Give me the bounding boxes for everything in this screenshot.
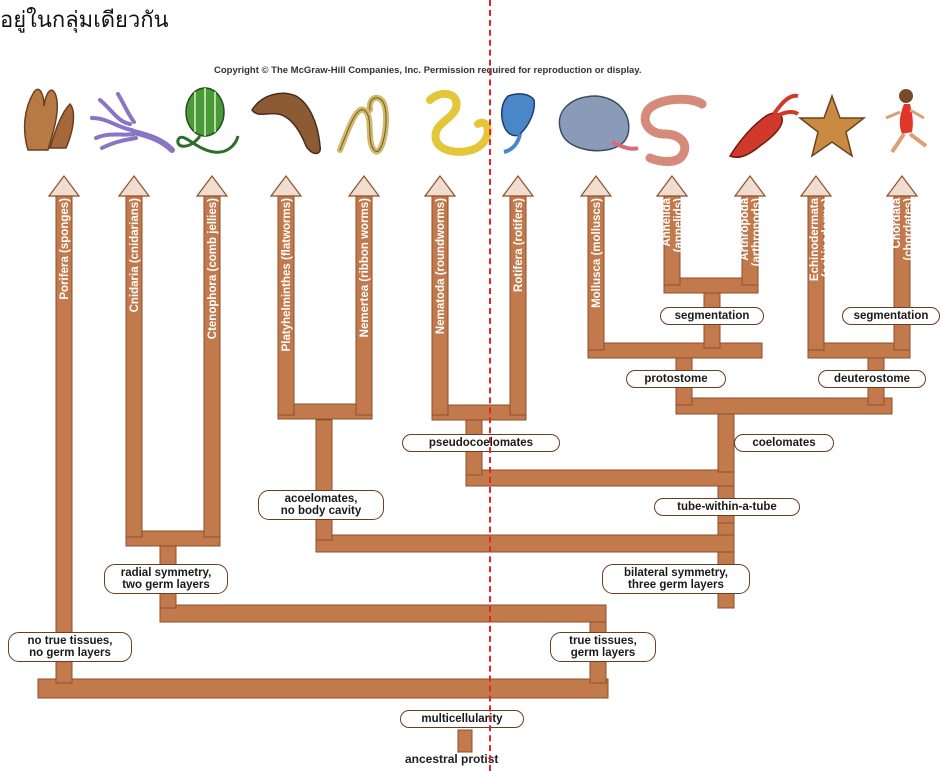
arrowhead-nemertea [349,176,379,196]
divider-line [489,0,491,771]
node-protostome: protostome [626,370,726,388]
taxon-labels: Porifera (sponges) Cnidaria (cnidarians)… [59,197,915,351]
root-label: ancestral protist [405,752,498,766]
starfish-icon [800,96,864,156]
flatworm-icon [252,93,320,153]
branch-bilateria-split [316,535,734,552]
taxon-label-porifera: Porifera (sponges) [59,198,71,300]
taxon-label-annelida-common: (annelids) [673,198,685,252]
branch-tube-split [466,470,734,486]
node-deuterostome: deuterostome [818,370,926,388]
taxon-label-arthropoda-common: (arthropods) [751,198,763,267]
node-radial-symmetry: radial symmetry, two germ layers [104,564,228,594]
node-bilateral-symmetry: bilateral symmetry, three germ layers [602,564,750,594]
node-segmentation-deuterostome: segmentation [842,307,940,325]
node-true-tissues: true tissues, germ layers [550,632,656,662]
node-segmentation-protostome: segmentation [660,307,764,325]
arrowhead-echinodermata [801,176,831,196]
arrowhead-platyhelminthes [271,176,301,196]
sponge-icon [25,89,74,150]
lobster-icon [730,96,798,158]
mollusc-icon [559,96,638,151]
branch-protostome-split [588,343,762,358]
taxon-label-arthropoda: Arthropoda [739,197,751,260]
branch-arrowheads [49,176,917,196]
rotifer-icon [502,94,535,152]
taxon-label-mollusca: Mollusca (molluscs) [591,198,603,308]
node-pseudocoelomates: pseudocoelomates [402,434,560,452]
taxon-label-platyhelminthes: Platyhelminthes (flatworms) [281,198,293,352]
ribbon-worm-icon [340,98,386,152]
taxon-label-chordata: Chordata [891,197,903,248]
node-tube-within-a-tube: tube-within-a-tube [654,498,800,516]
root-branch [458,730,472,752]
taxon-label-nemertea: Nemertea (ribbon worms) [359,198,371,337]
cnidarian-icon [92,94,172,150]
taxon-label-cnidaria: Cnidaria (cnidarians) [129,198,141,313]
arrowhead-mollusca [581,176,611,196]
tree-branches [38,195,910,752]
branch-eumetazoa-split [160,605,606,622]
arrowhead-rotifera [503,176,533,196]
node-multicellularity: multicellularity [400,710,524,728]
node-acoelomates: acoelomates, no body cavity [258,490,384,520]
runner-icon [886,89,926,152]
arrowhead-cnidaria [119,176,149,196]
taxon-label-nematoda: Nematoda (roundworms) [435,198,447,334]
arrowhead-chordata [887,176,917,196]
branch-coelomates [718,410,734,472]
arrowhead-annelida [657,176,687,196]
arrowhead-arthropoda [735,176,765,196]
taxon-label-echinodermata: Echinodermata [809,197,821,281]
taxon-label-echinodermata-common: (echinoderms) [821,198,833,277]
roundworm-icon [430,94,488,152]
organism-illustrations [25,88,926,162]
arrowhead-porifera [49,176,79,196]
node-no-true-tissues: no true tissues, no germ layers [8,632,132,662]
node-coelomates: coelomates [734,434,834,452]
comb-jelly-icon [178,88,238,152]
earthworm-icon [645,99,702,161]
arrowhead-ctenophora [197,176,227,196]
taxon-label-chordata-common: (chordates) [903,198,915,261]
branch-acoelomates [316,420,332,540]
taxon-label-rotifera: Rotifera (rotifers) [513,198,525,292]
branch-coelomate-split [676,398,892,414]
taxon-label-annelida: Annelida [661,197,673,246]
arrowhead-nematoda [425,176,455,196]
taxon-label-ctenophora: Ctenophora (comb jellies) [207,198,219,339]
base-branch [38,679,608,698]
